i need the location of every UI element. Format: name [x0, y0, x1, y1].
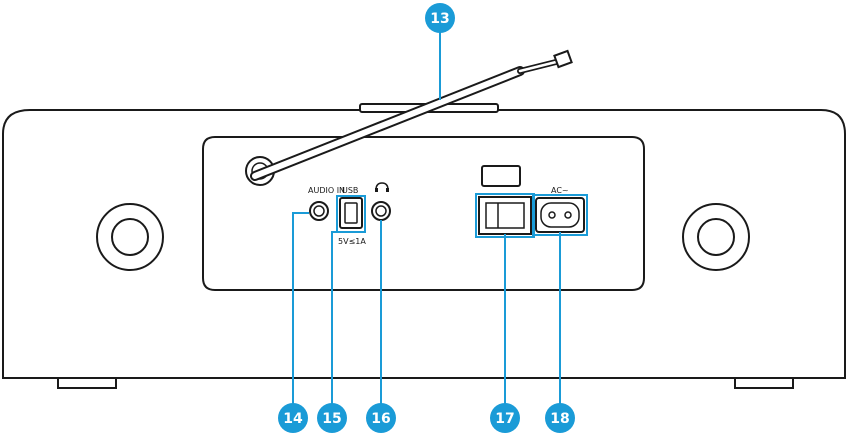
callout-14: 14 — [278, 403, 308, 433]
headphone-jack — [372, 202, 390, 220]
callout-18: 18 — [545, 403, 575, 433]
usb-rating-label: 5V≤1A — [338, 237, 366, 246]
antenna-tip — [554, 51, 571, 67]
audio-in-label: AUDIO IN — [308, 186, 345, 195]
right-bass-port — [683, 204, 749, 270]
callout-13: 13 — [425, 3, 455, 33]
audio-in-jack — [310, 202, 328, 220]
callout-16: 16 — [366, 403, 396, 433]
right-foot — [735, 378, 793, 388]
label-plate — [482, 166, 520, 186]
svg-text:16: 16 — [371, 411, 390, 427]
power-switch — [479, 197, 531, 234]
svg-text:15: 15 — [322, 411, 341, 427]
svg-text:18: 18 — [550, 411, 569, 427]
svg-text:14: 14 — [283, 411, 303, 427]
ac-socket — [536, 198, 584, 232]
left-bass-port — [97, 204, 163, 270]
ac-label: AC~ — [551, 186, 569, 195]
left-foot — [58, 378, 116, 388]
svg-text:13: 13 — [430, 11, 449, 27]
usb-port — [340, 198, 362, 228]
svg-text:17: 17 — [495, 411, 514, 427]
callout-15: 15 — [317, 403, 347, 433]
callout-17: 17 — [490, 403, 520, 433]
usb-label: USB — [342, 186, 358, 195]
